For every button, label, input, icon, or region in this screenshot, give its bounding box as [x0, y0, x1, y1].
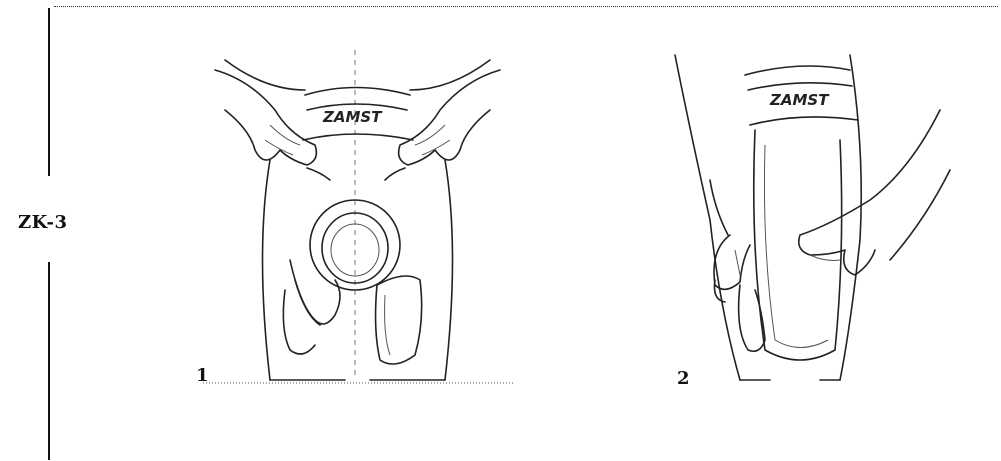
figure-2-illustration: ZAMST — [670, 50, 970, 395]
knee-brace-side-drawing: ZAMST — [670, 50, 970, 395]
left-vertical-rule-bottom — [48, 262, 50, 460]
figure-1-illustration: ZAMST — [195, 50, 525, 395]
brand-logo-2: ZAMST — [769, 91, 830, 109]
top-dotted-rule — [54, 6, 998, 7]
brand-logo: ZAMST — [322, 108, 383, 126]
left-vertical-rule-top — [48, 8, 50, 176]
knee-brace-front-drawing: ZAMST — [195, 50, 525, 395]
model-label: ZK-3 — [18, 212, 67, 233]
figure-2-number: 2 — [677, 368, 690, 389]
figure-1-number: 1 — [196, 365, 209, 386]
